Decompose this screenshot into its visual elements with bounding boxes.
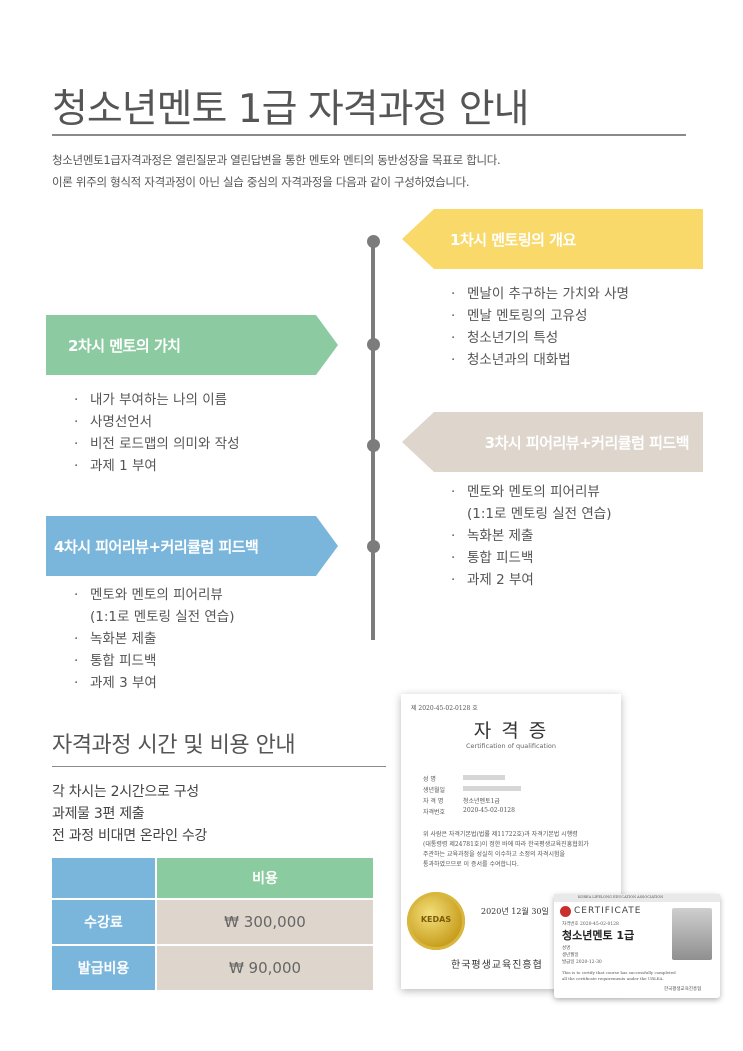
blurred-field <box>463 786 521 791</box>
title-divider <box>52 134 686 136</box>
session-1-label: 1차시 멘토링의 개요 <box>450 230 576 249</box>
section-2-divider <box>52 766 386 767</box>
session-1-list: ·멘날이 추구하는 가치와 사명 ·멘날 멘토링의 고유성 ·청소년기의 특성 … <box>451 283 629 371</box>
timeline-dot <box>367 338 380 351</box>
certificate-card: KOREA LIFELONG EDUCATION ASSOCIATION CER… <box>554 894 720 998</box>
certificate-body-line: (대통령령 제24781호)이 정한 바에 따라 한국평생교육진흥협회가 <box>423 841 589 848</box>
card-top-strip <box>554 894 720 902</box>
table-row: 발급비용 ₩ 90,000 <box>52 944 373 990</box>
timeline-dot <box>367 540 380 553</box>
note-line: 각 차시는 2시간으로 구성 <box>52 784 199 800</box>
list-item: ·내가 부여하는 나의 이름 <box>74 392 228 408</box>
list-item: ·청소년기의 특성 <box>451 330 559 346</box>
card-number: 자격번호 2020-45-02-0128 <box>562 922 619 927</box>
intro-line-1: 청소년멘토1급자격과정은 열린질문과 열린답변을 통한 멘토와 멘티의 동반성장… <box>52 153 501 167</box>
list-item: ·비전 로드맵의 의미와 작성 <box>74 436 240 452</box>
card-header-small: KOREA LIFELONG EDUCATION ASSOCIATION <box>578 895 664 899</box>
card-photo <box>672 908 712 960</box>
card-brand: CERTIFICATE <box>574 906 642 916</box>
list-item: ·멘날이 추구하는 가치와 사명 <box>451 286 629 302</box>
list-item: ·멘토와 멘토의 피어리뷰 <box>451 484 600 500</box>
field-value: 청소년멘토1급 <box>463 798 500 805</box>
session-2-label: 2차시 멘토의 가치 <box>68 336 181 355</box>
session-3-banner: 3차시 피어리뷰+커리큘럼 피드백 <box>402 412 703 472</box>
page-title: 청소년멘토 1급 자격과정 안내 <box>52 87 530 132</box>
card-field: 생년월일 <box>562 953 579 958</box>
card-field: 성명 <box>562 946 571 951</box>
list-item: (1:1로 멘토링 실전 연습) <box>467 506 612 522</box>
cost-column-header: 비용 <box>155 858 373 898</box>
card-logo-icon <box>560 906 571 917</box>
field-label: 생년월일 <box>423 787 446 794</box>
note-line: 전 과정 비대면 온라인 수강 <box>52 828 207 844</box>
gold-seal: KEDAS <box>407 892 465 950</box>
list-item: ·멘날 멘토링의 고유성 <box>451 308 588 324</box>
seal-text: KEDAS <box>420 915 452 924</box>
card-text: all the certificate requirements under t… <box>562 976 664 981</box>
field-label: 자격번호 <box>423 809 446 816</box>
session-1-banner: 1차시 멘토링의 개요 <box>402 209 703 269</box>
list-item: ·녹화본 제출 <box>74 631 157 647</box>
field-label: 자 격 명 <box>423 798 444 805</box>
timeline-dot <box>367 439 380 452</box>
certificate-body-line: 주관하는 교육과정을 성실히 이수하고 소정의 자격시험을 <box>423 851 566 858</box>
session-3-label: 3차시 피어리뷰+커리큘럼 피드백 <box>484 433 690 452</box>
note-line: 과제물 3편 제출 <box>52 806 145 822</box>
field-value: 2020-45-02-0128 <box>463 807 515 814</box>
session-2-banner: 2차시 멘토의 가치 <box>46 315 338 375</box>
cost-table: 비용 수강료 ₩ 300,000 발급비용 ₩ 90,000 <box>52 858 373 990</box>
certificate-body-line: 위 사람은 자격기본법(법률 제11722호)과 자격기본법 시행령 <box>423 831 578 838</box>
certificate-title: 자 격 증 <box>473 720 549 742</box>
table-corner-cell <box>52 858 155 898</box>
session-4-banner: 4차시 피어리뷰+커리큘럼 피드백 <box>46 516 338 576</box>
session-4-list: ·멘토와 멘토의 피어리뷰 (1:1로 멘토링 실전 연습) ·녹화본 제출 ·… <box>74 584 235 694</box>
row-value: ₩ 90,000 <box>155 944 373 990</box>
certificate-number: 제 2020-45-02-0128 호 <box>411 705 478 712</box>
table-header-row: 비용 <box>52 858 373 898</box>
list-item: ·과제 2 부여 <box>451 572 534 588</box>
card-text: This is to certify that course has succe… <box>562 970 676 975</box>
certificate-issuer: 한국평생교육진흥협 <box>451 960 543 971</box>
intro-line-2: 이론 위주의 형식적 자격과정이 아닌 실습 중심의 자격과정을 다음과 같이 … <box>52 175 470 189</box>
list-item: ·과제 1 부여 <box>74 458 157 474</box>
row-label: 발급비용 <box>52 944 155 990</box>
section-2-title: 자격과정 시간 및 비용 안내 <box>52 733 296 758</box>
list-item: ·통합 피드백 <box>451 550 534 566</box>
table-row: 수강료 ₩ 300,000 <box>52 898 373 944</box>
certificate-body-line: 통과하였으므로 이 증서를 수여합니다. <box>423 861 519 868</box>
card-footer: 한국평생교육진흥협 <box>664 987 702 992</box>
session-4-label: 4차시 피어리뷰+커리큘럼 피드백 <box>54 537 259 556</box>
certificate-subtitle: Certification of qualification <box>465 742 556 750</box>
blurred-field <box>463 775 505 780</box>
list-item: ·통합 피드백 <box>74 653 157 669</box>
card-title: 청소년멘토 1급 <box>562 929 635 942</box>
list-item: ·사명선언서 <box>74 414 153 430</box>
card-field: 발급일 2020-12-30 <box>562 960 602 965</box>
certificate-date: 2020년 12월 30일 <box>481 907 549 916</box>
row-value: ₩ 300,000 <box>155 898 373 944</box>
list-item: ·청소년과의 대화법 <box>451 352 571 368</box>
list-item: (1:1로 멘토링 실전 연습) <box>90 609 235 625</box>
session-3-list: ·멘토와 멘토의 피어리뷰 (1:1로 멘토링 실전 연습) ·녹화본 제출 ·… <box>451 481 612 591</box>
list-item: ·녹화본 제출 <box>451 528 534 544</box>
session-2-list: ·내가 부여하는 나의 이름 ·사명선언서 ·비전 로드맵의 의미와 작성 ·과… <box>74 389 240 477</box>
list-item: ·멘토와 멘토의 피어리뷰 <box>74 587 223 603</box>
timeline-dot <box>367 235 380 248</box>
field-label: 성 명 <box>423 776 436 783</box>
list-item: ·과제 3 부여 <box>74 675 157 691</box>
row-label: 수강료 <box>52 898 155 944</box>
